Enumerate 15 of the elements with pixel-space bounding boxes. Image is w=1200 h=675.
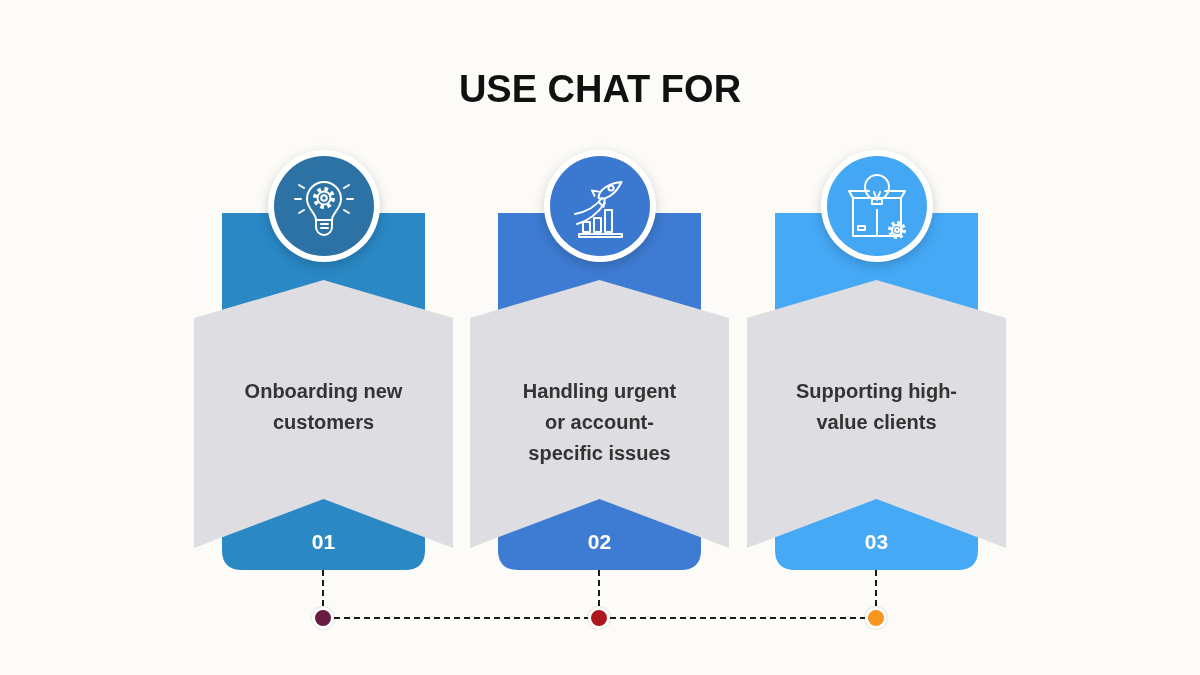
step-description: Supporting high-value clients: [794, 379, 959, 435]
step-description: Onboarding new customers: [243, 379, 404, 435]
dashed-connector: [333, 617, 589, 619]
step-card: [747, 213, 1006, 570]
step-number: 03: [864, 529, 889, 555]
dashed-connector: [598, 569, 600, 608]
dashed-connector: [609, 617, 866, 619]
step-description: Handling urgent or account-specific issues: [521, 379, 678, 466]
step-number: 02: [587, 529, 612, 555]
step-number: 01: [311, 529, 336, 555]
dashed-connector: [875, 569, 877, 608]
step-card: [194, 213, 453, 570]
dashed-connector: [322, 569, 324, 608]
diagram-title: USE CHAT FOR: [458, 67, 742, 112]
step-card: [470, 213, 729, 570]
